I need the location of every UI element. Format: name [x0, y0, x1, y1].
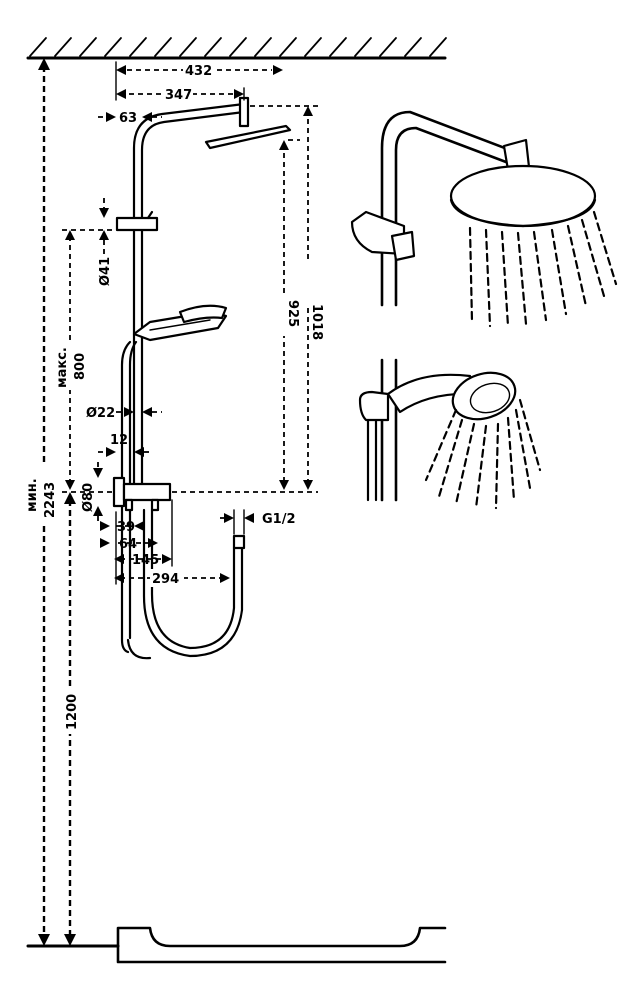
ceiling: [26, 37, 447, 60]
dim-1018: 1018: [309, 304, 324, 340]
dim-925: 925: [285, 300, 300, 327]
dim-valve-diameter: Ø80: [81, 483, 96, 512]
dim-64: 64: [119, 537, 137, 552]
dim-347: 347: [165, 88, 192, 103]
dim-39: 39: [117, 520, 135, 535]
dim-1200: 1200: [65, 694, 80, 730]
shower-system-front: [112, 96, 292, 660]
dim-12: 12: [110, 433, 128, 448]
hand-shower-perspective: [358, 358, 542, 510]
dim-thread: G1/2: [262, 512, 296, 527]
bathtub-floor: [26, 926, 447, 964]
dim-2243: 2243: [43, 482, 58, 518]
dimension-lines: [38, 58, 318, 946]
dimension-labels: 432 347 63 1018 925 Ø41 макс. 800 Ø22 12…: [22, 60, 324, 734]
dim-max-label: макс.: [55, 347, 70, 388]
dim-63: 63: [119, 111, 137, 126]
dim-pipe-diameter: Ø22: [86, 406, 115, 421]
dim-145: 145: [132, 553, 159, 568]
dim-294: 294: [152, 572, 179, 587]
dim-432: 432: [185, 64, 212, 79]
dim-800: 800: [73, 353, 88, 380]
dim-min-label: мин.: [25, 478, 40, 512]
dim-bracket-diameter: Ø41: [98, 257, 113, 286]
overhead-shower-perspective: [350, 110, 618, 328]
